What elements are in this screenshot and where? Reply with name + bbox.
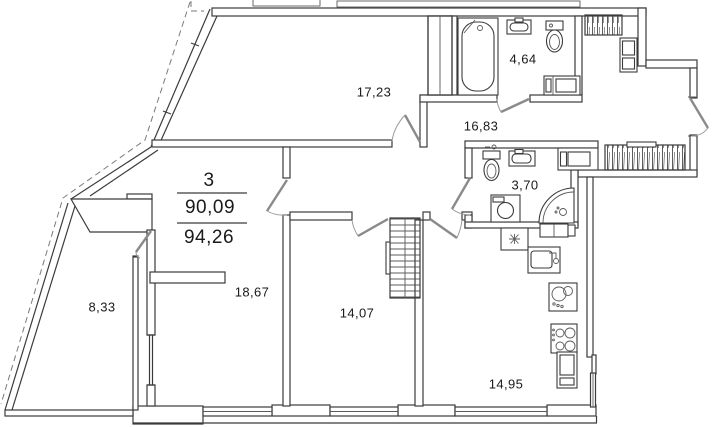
sink-icon [506, 17, 532, 35]
washer-cabinet-icon [543, 75, 581, 96]
window-living [202, 406, 273, 417]
door-balcony [135, 230, 152, 259]
bottom-wall [132, 404, 598, 425]
door-bedroom-bottom [351, 217, 389, 238]
area-label-bathroom-small: 3,70 [511, 177, 539, 193]
entrance-door [688, 96, 710, 137]
area-label-bedroom-bottom: 14,07 [339, 305, 375, 321]
door-bathroom-small [450, 177, 472, 216]
living-left-wall [146, 229, 226, 407]
wardrobe-entrance-icon [604, 141, 686, 171]
stove-icon [550, 323, 578, 354]
sink-small-icon [508, 148, 536, 167]
area-label-bathroom-top: 4,64 [509, 51, 537, 67]
door-bathroom-top [496, 97, 530, 114]
oven-column-icon [556, 351, 578, 389]
summary-total-area: 94,26 [183, 227, 235, 248]
interior-walls [151, 15, 599, 407]
area-label-living: 18,67 [234, 284, 270, 300]
vanity-cabinet-icon [557, 147, 599, 171]
door-bedroom-top [391, 114, 422, 143]
wardrobe-top-icon [427, 15, 453, 96]
corner-shower-icon [538, 187, 575, 224]
summary-rooms-count: 3 [203, 170, 215, 191]
kitchen-sink-icon [527, 246, 561, 274]
facade-dashed-outline [0, 1, 204, 405]
area-label-bedroom-top: 17,23 [356, 84, 392, 100]
window-bedroom-bottom [329, 406, 399, 417]
bathtub-icon [457, 17, 499, 96]
window-balcony [147, 334, 155, 386]
door-kitchen [429, 218, 463, 239]
window-kitchen-right [589, 372, 597, 408]
window-kitchen [454, 406, 548, 417]
summary-rules [177, 192, 247, 224]
wardrobe-bedroom-icon [385, 217, 421, 299]
kitchen-counter-icon [539, 223, 576, 238]
cabinet-hall-icon [619, 37, 638, 73]
area-label-hallway: 16,83 [463, 118, 499, 134]
area-label-kitchen: 14,95 [488, 376, 524, 392]
outer-walls [69, 7, 698, 375]
toilet-small-icon [482, 144, 501, 182]
summary-living-area: 90,09 [184, 197, 236, 218]
area-label-balcony: 8,33 [88, 299, 116, 315]
washing-machine-icon [490, 194, 521, 223]
door-living [265, 179, 289, 216]
upper-structure-outlines [252, 0, 581, 8]
ventilation-icon [500, 227, 529, 251]
toilet-icon [545, 20, 564, 53]
living-partition [149, 271, 226, 284]
appliance-icon [548, 282, 578, 312]
wardrobe-hall-top-icon [584, 14, 623, 36]
balcony-walls [4, 202, 139, 417]
